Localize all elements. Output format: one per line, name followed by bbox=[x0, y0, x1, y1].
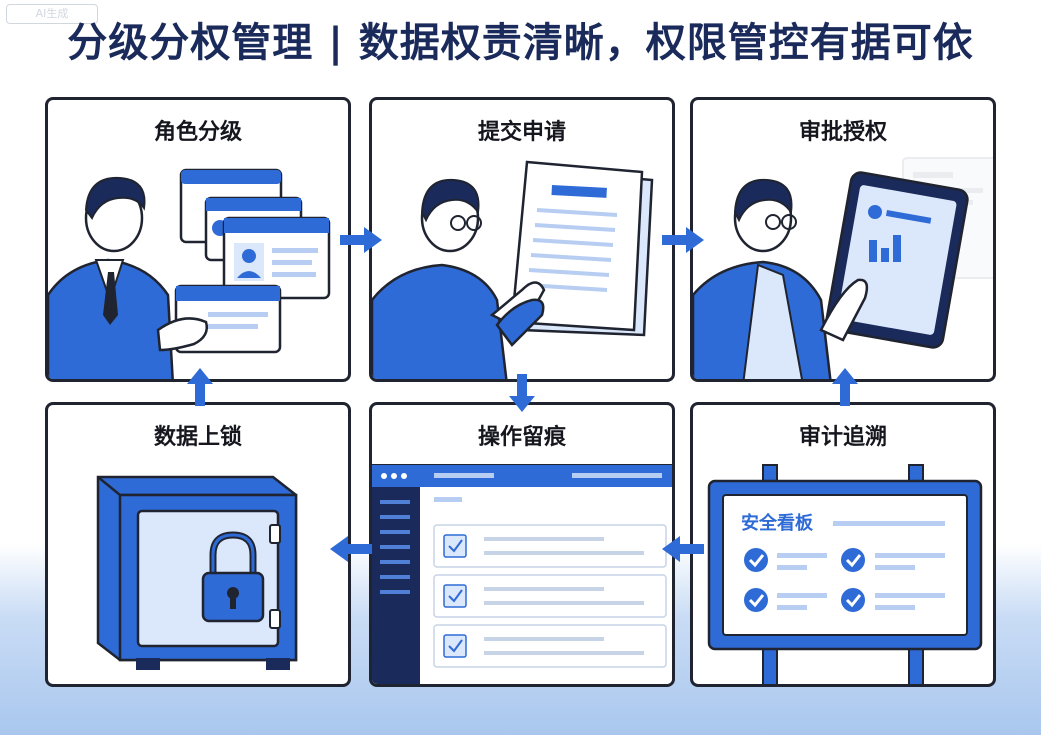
ai-generated-watermark: AI生成 bbox=[6, 4, 98, 24]
operation-log-illustration bbox=[372, 464, 672, 684]
page-title: 分级分权管理 | 数据权责清晰，权限管控有据可依 bbox=[67, 20, 974, 66]
log-entry bbox=[433, 524, 667, 668]
dashboard-title: 安全看板 bbox=[741, 512, 814, 534]
arrow-up-icon bbox=[187, 368, 213, 406]
step-label-audit-trace: 审计追溯 bbox=[798, 425, 887, 450]
step-panel-audit-trace: 审计追溯 bbox=[690, 402, 996, 687]
step-label-data-lock: 数据上锁 bbox=[153, 425, 242, 450]
step-panel-submit-request: 提交申请 bbox=[369, 97, 675, 382]
safe-icon bbox=[96, 475, 298, 670]
step-label-approval: 审批授权 bbox=[798, 120, 887, 145]
log-window-icon bbox=[372, 464, 672, 684]
businessman-icon bbox=[48, 176, 208, 379]
step-label-role-grading: 角色分级 bbox=[153, 120, 242, 145]
arrow-left-icon bbox=[330, 536, 372, 562]
security-dashboard-illustration: 安全看板 bbox=[707, 464, 983, 684]
arrow-right-icon bbox=[662, 227, 704, 253]
billboard-icon bbox=[707, 464, 983, 684]
safe-illustration bbox=[96, 475, 298, 670]
arrow-left-icon bbox=[662, 536, 704, 562]
person-with-glasses-icon bbox=[693, 178, 869, 379]
checkbox-icon bbox=[443, 534, 467, 658]
role-grading-illustration bbox=[48, 168, 331, 379]
padlock-icon bbox=[201, 531, 265, 623]
arrow-down-icon bbox=[509, 374, 535, 412]
arrow-right-icon bbox=[340, 227, 382, 253]
step-label-operation-trace: 操作留痕 bbox=[477, 425, 566, 450]
step-panel-data-lock: 数据上锁 bbox=[45, 402, 351, 687]
step-label-submit-request: 提交申请 bbox=[477, 120, 566, 145]
step-panel-approval: 审批授权 bbox=[690, 97, 996, 382]
document-icon bbox=[510, 160, 654, 337]
person-with-glasses-icon bbox=[372, 178, 546, 379]
step-panel-operation-trace: 操作留痕 bbox=[369, 402, 675, 687]
arrow-up-icon bbox=[832, 368, 858, 406]
submit-request-illustration bbox=[372, 160, 654, 379]
step-panel-role-grading: 角色分级 bbox=[45, 97, 351, 382]
approval-illustration bbox=[693, 157, 993, 379]
check-circle-icon bbox=[744, 548, 865, 612]
